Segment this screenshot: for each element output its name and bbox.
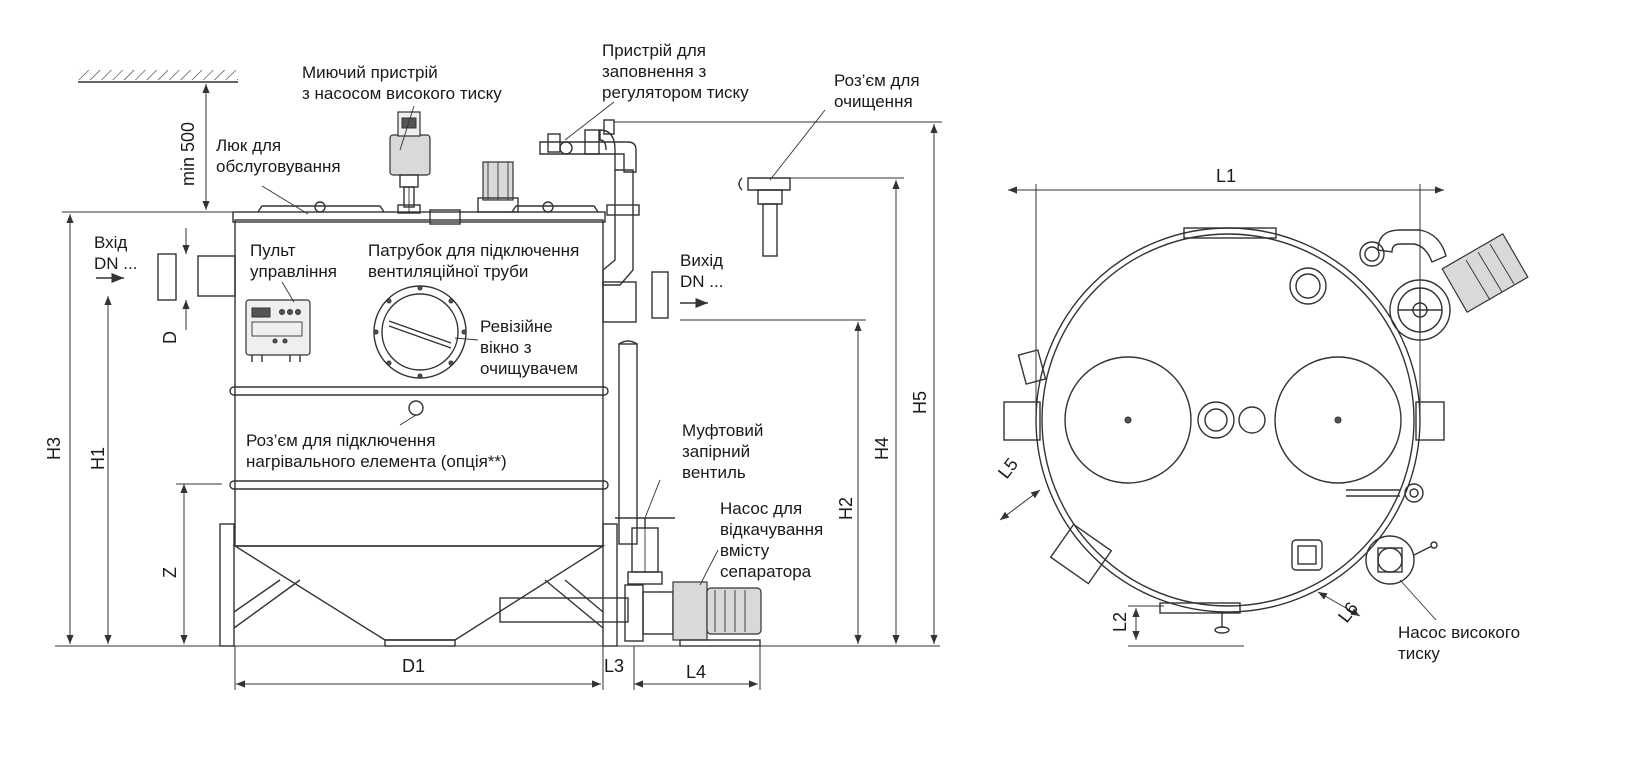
dim-h5: H5 <box>910 390 930 414</box>
side-view <box>55 70 942 690</box>
washer-device <box>389 111 431 214</box>
washer-label: Миючий пристрій з насосом високого тиску <box>302 63 502 103</box>
filler-device <box>539 119 637 173</box>
control-panel-label: Пульт управління <box>250 241 337 281</box>
cleaning-connector-label: Роз’єм для очищення <box>834 71 920 111</box>
drain-pump <box>499 581 762 647</box>
hatch-label: Люк для обслуговування <box>216 136 341 176</box>
dim-l1: L1 <box>1216 166 1237 186</box>
dim-l3: L3 <box>604 656 625 676</box>
dim-h2: H2 <box>836 496 856 520</box>
dim-d1: D1 <box>402 656 426 676</box>
lid-left <box>1064 356 1192 484</box>
inspection-window-label: Ревізійне вікно з очищувачем <box>480 317 579 378</box>
dim-l2: L2 <box>1110 611 1130 632</box>
gate-valve <box>615 517 675 585</box>
cleaning-connector <box>738 177 791 257</box>
dim-l4: L4 <box>686 662 707 682</box>
dim-d: D <box>160 331 180 344</box>
dim-h4: H4 <box>872 436 892 460</box>
hp-pump <box>1365 535 1438 585</box>
hp-pump-label: Насос високого тиску <box>1398 623 1521 663</box>
dim-h3: H3 <box>44 436 64 460</box>
dim-min500: min 500 <box>178 121 198 186</box>
filler-label: Пристрій для заповнення з регулятором ти… <box>602 41 749 102</box>
side-dimensions <box>62 84 942 690</box>
gate-valve-label: Муфтовий запірний вентиль <box>682 421 764 482</box>
top-dimensions <box>999 184 1444 647</box>
control-panel <box>245 299 311 362</box>
dim-z: Z <box>160 567 180 578</box>
outlet-pipe <box>602 281 637 323</box>
inlet-label: Вхід DN ... <box>94 233 138 273</box>
vent-stub <box>429 209 461 225</box>
outlet-label: Вихід DN ... <box>680 251 724 291</box>
top-motor <box>477 161 519 213</box>
top-view <box>999 184 1529 647</box>
heater-connector <box>408 400 424 416</box>
heater-connector-label: Роз’єм для підключення нагрівального еле… <box>246 431 507 471</box>
tank-cone <box>232 545 606 641</box>
dim-h1: H1 <box>88 446 108 470</box>
inlet-pipe <box>197 255 236 297</box>
tank-outline <box>1035 227 1421 613</box>
vent-pipe-label: Патрубок для підключення вентиляційної т… <box>368 241 580 281</box>
inspection-window <box>373 285 467 379</box>
top-right-device <box>1359 229 1529 341</box>
drain-pump-label: Насос для відкачування вмісту сепаратора <box>720 499 824 581</box>
lid-right <box>1274 356 1402 484</box>
ceiling-hatch <box>78 70 238 80</box>
tank-lid <box>232 211 606 223</box>
